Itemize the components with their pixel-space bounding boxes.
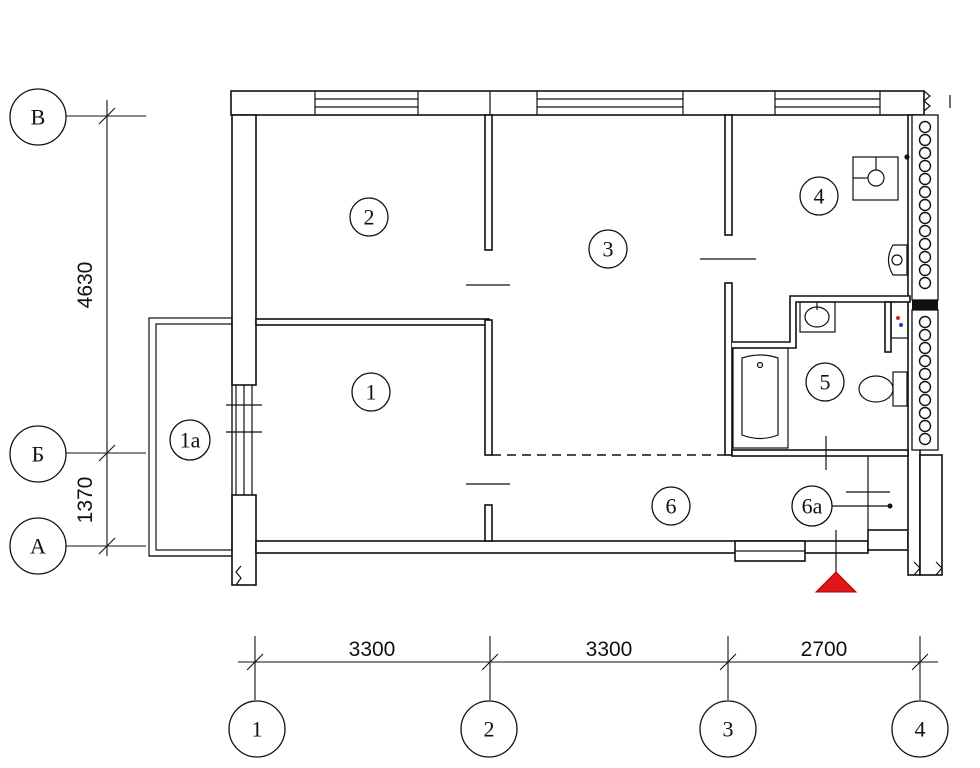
partition-4-5	[732, 295, 911, 349]
top-wall	[230, 90, 925, 116]
vent-channel	[918, 406, 932, 420]
left-wall-lower	[231, 494, 257, 586]
partition-1-6	[484, 504, 493, 542]
room-label-1: 1	[351, 372, 391, 412]
vent-channel	[918, 276, 932, 290]
partitions	[255, 114, 911, 542]
entrance-marker	[814, 530, 858, 593]
svg-text:2: 2	[364, 205, 375, 230]
vent-channel	[918, 315, 932, 329]
partition-2-3	[484, 114, 493, 251]
break-mark-right	[913, 561, 921, 576]
vent-channel	[918, 432, 932, 446]
room-label-5: 5	[805, 362, 845, 402]
svg-text:1: 1	[252, 717, 263, 742]
vent-channel	[918, 380, 932, 394]
svg-text:3: 3	[603, 237, 614, 262]
vent-channel	[918, 328, 932, 342]
stove-icon	[852, 156, 899, 201]
row-axes: В Б А	[9, 88, 67, 575]
svg-text:5: 5	[820, 370, 831, 395]
partition-5-6	[731, 449, 909, 457]
vent-channel	[918, 185, 932, 199]
svg-text:3: 3	[723, 717, 734, 742]
column-axes: 1 2 3 4	[228, 700, 949, 758]
vent-channel	[918, 263, 932, 277]
vent-channel	[918, 393, 932, 407]
fixtures	[732, 154, 910, 509]
dim-1370: 1370	[74, 477, 97, 524]
room-label-4: 4	[799, 176, 839, 216]
svg-text:В: В	[31, 105, 46, 130]
vent-channel	[918, 159, 932, 173]
partition-1-3	[484, 319, 493, 456]
room-label-6: 6	[651, 486, 691, 526]
axis-row-a: А	[9, 517, 67, 575]
bathtub-icon	[732, 347, 789, 449]
vent-channel	[918, 237, 932, 251]
svg-text:6а: 6а	[802, 494, 823, 519]
balcony	[148, 317, 233, 557]
partition-2-1	[255, 318, 490, 326]
svg-text:1а: 1а	[180, 428, 201, 453]
toilet-icon	[858, 371, 908, 407]
svg-text:4: 4	[915, 717, 926, 742]
dim-2700: 2700	[801, 638, 848, 661]
vent-channel	[918, 198, 932, 212]
break-mark-top	[923, 90, 931, 112]
partition-3-4	[724, 114, 733, 236]
dim-3300-b: 3300	[586, 638, 633, 661]
entrance-jamb	[867, 529, 909, 551]
vent-channel	[918, 172, 932, 186]
room-label-2: 2	[349, 197, 389, 237]
axis-col-1: 1	[228, 700, 286, 758]
svg-text:1: 1	[366, 380, 377, 405]
vent-circles	[918, 120, 932, 446]
vertical-dimensions: 4630 1370	[66, 100, 146, 556]
svg-text:4: 4	[814, 184, 825, 209]
dim-3300-a: 3300	[349, 638, 396, 661]
svg-text:А: А	[30, 534, 46, 559]
axis-col-4: 4	[891, 700, 949, 758]
axis-col-2: 2	[460, 700, 518, 758]
partition-3-5	[724, 282, 733, 456]
left-wall-upper	[231, 114, 257, 386]
room-label-3: 3	[588, 229, 628, 269]
washbasin-icon	[799, 301, 836, 333]
vent-channel	[918, 354, 932, 368]
axis-col-3: 3	[699, 700, 757, 758]
room-label-1a: 1а	[169, 419, 211, 461]
vent-channel	[918, 211, 932, 225]
kitchen-sink-icon	[887, 244, 908, 276]
right-wall-lower	[919, 454, 943, 576]
vent-channel	[918, 120, 932, 134]
vent-channel	[918, 133, 932, 147]
vent-channel	[918, 419, 932, 433]
axis-row-v: В	[9, 88, 67, 146]
walls	[226, 90, 951, 586]
vent-channel	[918, 146, 932, 160]
axis-row-b: Б	[9, 425, 67, 483]
top-windows	[314, 91, 881, 115]
svg-text:Б: Б	[32, 442, 45, 467]
vent-channel	[918, 341, 932, 355]
balcony-door	[226, 385, 262, 495]
vent-channel	[918, 250, 932, 264]
vent-channel	[918, 224, 932, 238]
break-mark-left	[235, 565, 242, 586]
meter-icon	[890, 301, 909, 339]
dim-4630: 4630	[74, 262, 97, 309]
horizontal-dimensions: 3300 3300 2700	[238, 636, 938, 700]
svg-text:6: 6	[666, 494, 677, 519]
room-label-6a: 6а	[791, 485, 833, 527]
room-labels: 2 3 4 1 1а 5 6 6а	[169, 176, 845, 527]
svg-text:2: 2	[484, 717, 495, 742]
vent-channel	[918, 367, 932, 381]
